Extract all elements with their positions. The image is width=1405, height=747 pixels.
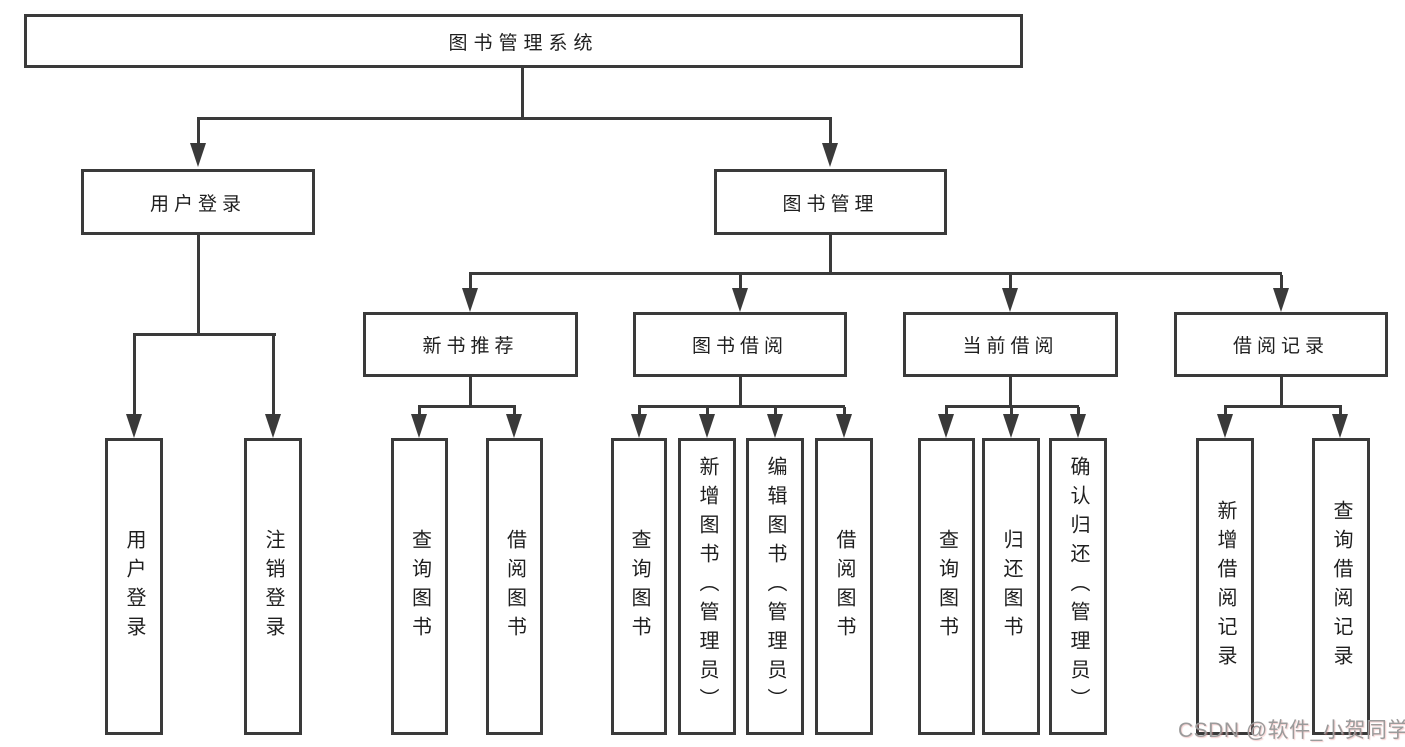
node-login: 用户登录 <box>105 438 163 735</box>
connector-line <box>197 117 832 120</box>
connector-line <box>638 407 641 416</box>
connector-line <box>469 275 472 290</box>
connector-line <box>1010 407 1013 416</box>
connector-line <box>418 405 516 408</box>
connector-line <box>945 407 948 416</box>
connector-line <box>706 407 709 416</box>
node-borrow-query-books: 查询图书 <box>611 438 667 735</box>
connector-line <box>1224 405 1342 408</box>
node-book-borrow: 图书借阅 <box>633 312 847 377</box>
node-current-return-books: 归还图书 <box>982 438 1040 735</box>
arrow-down-icon <box>1273 288 1289 312</box>
arrow-down-icon <box>411 414 427 438</box>
node-borrow-add-books: 新增图书（管理员） <box>678 438 736 735</box>
arrow-down-icon <box>836 414 852 438</box>
node-borrow-borrow-books: 借阅图书 <box>815 438 873 735</box>
arrow-down-icon <box>1332 414 1348 438</box>
node-current-borrow: 当前借阅 <box>903 312 1118 377</box>
arrow-down-icon <box>190 143 206 167</box>
node-library-system: 图书管理系统 <box>24 14 1023 68</box>
connector-line <box>418 407 421 416</box>
connector-line <box>133 333 276 336</box>
arrow-down-icon <box>462 288 478 312</box>
connector-line <box>1009 377 1012 407</box>
node-current-query-books: 查询图书 <box>918 438 975 735</box>
arrow-down-icon <box>822 143 838 167</box>
connector-line <box>197 235 200 336</box>
connector-line <box>843 407 846 416</box>
connector-line <box>133 336 136 416</box>
connector-line <box>1224 407 1227 416</box>
arrow-down-icon <box>631 414 647 438</box>
arrow-down-icon <box>265 414 281 438</box>
connector-line <box>1280 377 1283 407</box>
connector-line <box>197 120 200 148</box>
arrow-down-icon <box>1070 414 1086 438</box>
arrow-down-icon <box>126 414 142 438</box>
connector-line <box>829 120 832 148</box>
connector-line <box>1009 275 1012 290</box>
arrow-down-icon <box>732 288 748 312</box>
arrow-down-icon <box>1003 414 1019 438</box>
arrow-down-icon <box>506 414 522 438</box>
arrow-down-icon <box>699 414 715 438</box>
connector-line <box>1339 407 1342 416</box>
connector-line <box>513 407 516 416</box>
watermark: CSDN @软件_小贺同学 <box>1178 719 1405 742</box>
connector-line <box>739 275 742 290</box>
connector-line <box>521 68 524 119</box>
node-recommend-query-books: 查询图书 <box>391 438 448 735</box>
node-borrow-edit-books: 编辑图书（管理员） <box>746 438 804 735</box>
node-logout: 注销登录 <box>244 438 302 735</box>
connector-line <box>829 235 832 275</box>
arrow-down-icon <box>767 414 783 438</box>
node-records-add-record: 新增借阅记录 <box>1196 438 1254 735</box>
node-book-management: 图书管理 <box>714 169 947 235</box>
connector-line <box>1280 275 1283 290</box>
connector-line <box>945 405 1079 408</box>
node-borrow-records: 借阅记录 <box>1174 312 1388 377</box>
connector-line <box>638 405 845 408</box>
node-current-confirm-return: 确认归还（管理员） <box>1049 438 1107 735</box>
connector-line <box>739 377 742 407</box>
connector-line <box>1077 407 1080 416</box>
arrow-down-icon <box>938 414 954 438</box>
node-recommend-borrow-books: 借阅图书 <box>486 438 543 735</box>
arrow-down-icon <box>1217 414 1233 438</box>
node-user-login: 用户登录 <box>81 169 315 235</box>
node-new-book-recommend: 新书推荐 <box>363 312 578 377</box>
node-records-query-record: 查询借阅记录 <box>1312 438 1370 735</box>
connector-line <box>774 407 777 416</box>
connector-line <box>272 336 275 416</box>
connector-line <box>469 272 1282 275</box>
connector-line <box>469 377 472 407</box>
arrow-down-icon <box>1002 288 1018 312</box>
